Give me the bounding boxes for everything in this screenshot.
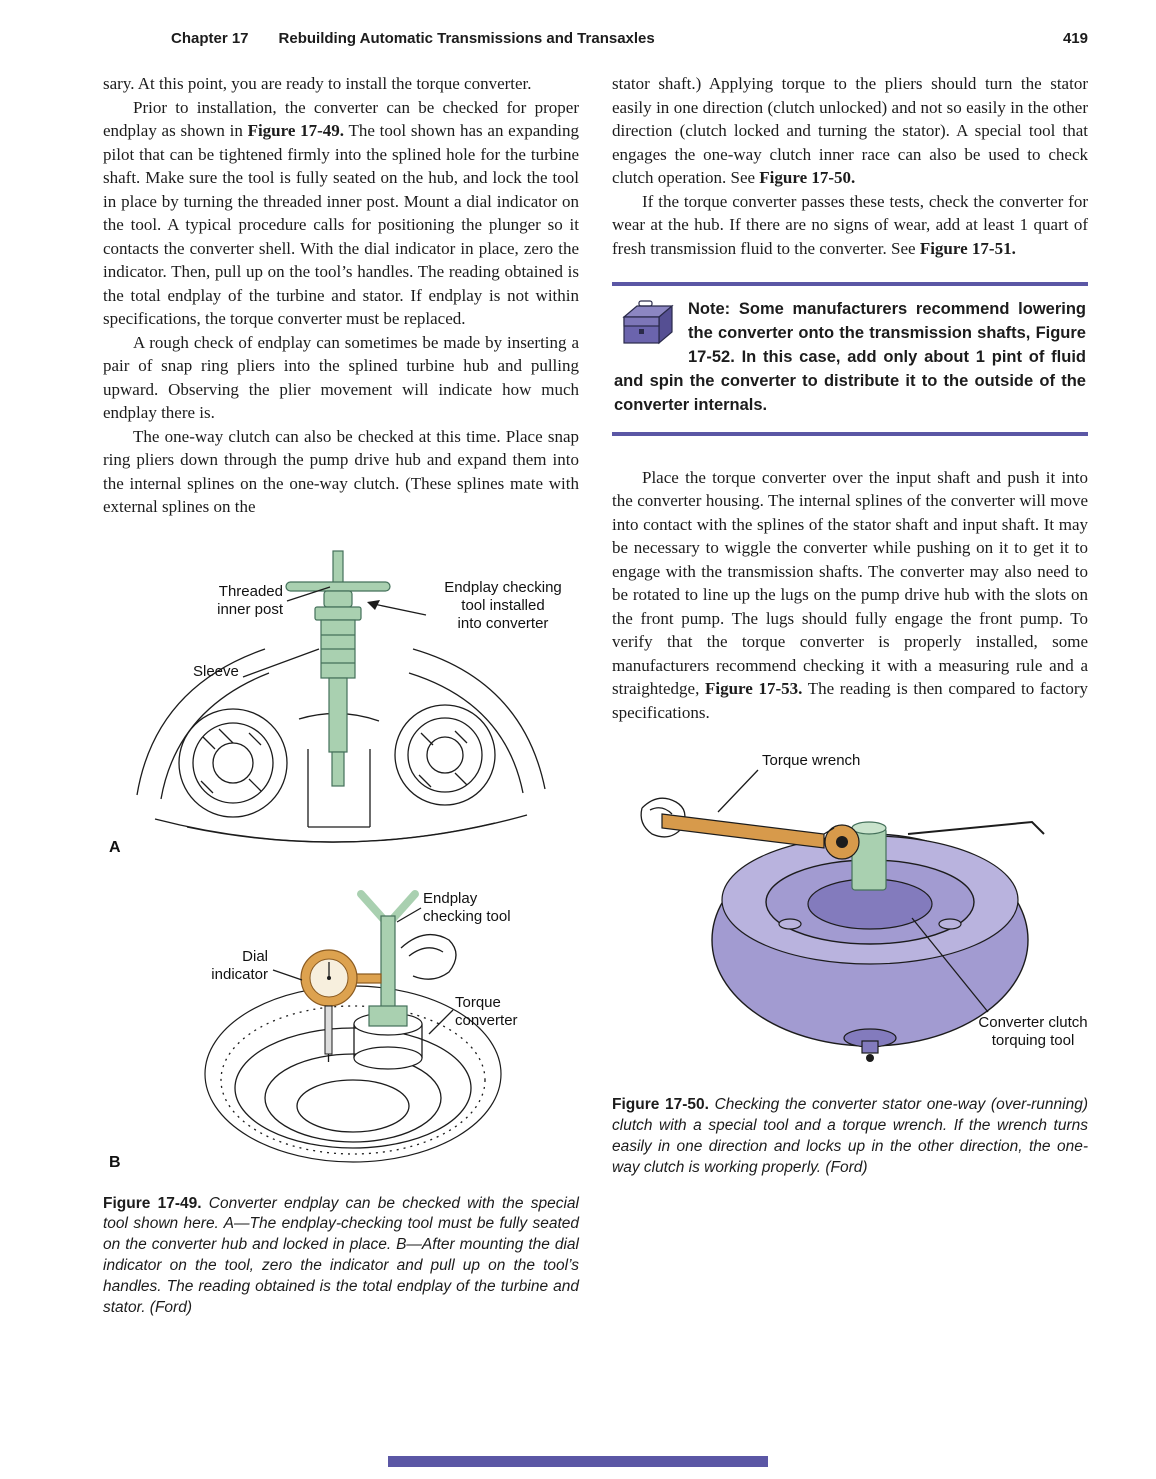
chapter-label: Chapter 17 bbox=[171, 30, 249, 47]
figure-17-49-a: Threaded inner post Endplay checking too… bbox=[103, 537, 579, 872]
label-sleeve: Sleeve bbox=[193, 662, 239, 680]
figure-17-49-caption: Figure 17-49. Converter endplay can be c… bbox=[103, 1194, 579, 1317]
figure-17-49-b-drawing bbox=[204, 889, 502, 1163]
figure-17-50-caption: Figure 17-50. Checking the converter sta… bbox=[612, 1096, 1088, 1176]
paragraph: sary. At this point, you are ready to in… bbox=[103, 74, 532, 93]
figure-17-50: Torque wrench Converter clutch torquing … bbox=[612, 748, 1088, 1083]
label-threaded-inner-post: Threaded inner post bbox=[217, 582, 283, 618]
page-number: 419 bbox=[1062, 30, 1088, 47]
paragraph: Prior to installation, the converter can… bbox=[103, 97, 579, 329]
figure-part-letter-a: A bbox=[109, 838, 121, 856]
paragraph: A rough check of endplay can sometimes b… bbox=[103, 332, 579, 423]
left-column: sary. At this point, you are ready to in… bbox=[103, 72, 579, 1319]
figure-17-50-drawing bbox=[640, 769, 1045, 1063]
label-endplay-checking-tool: Endplay checking tool bbox=[423, 889, 511, 925]
label-endplay-tool-installed: Endplay checking tool installed into con… bbox=[444, 578, 562, 633]
label-torque-converter: Torque converter bbox=[455, 993, 518, 1029]
label-torque-wrench: Torque wrench bbox=[762, 752, 861, 770]
paragraph: stator shaft.) Applying torque to the pl… bbox=[612, 74, 1088, 187]
label-dial-indicator: Dial indicator bbox=[211, 947, 268, 983]
figure-17-49-a-drawing bbox=[136, 549, 546, 843]
note-box: Note: Some manufacturers recommend lower… bbox=[612, 282, 1088, 436]
label-converter-clutch-tool: Converter clutch torquing tool bbox=[978, 1014, 1088, 1050]
figure-17-49-b: Endplay checking tool Dial indicator Tor… bbox=[103, 882, 579, 1182]
note-text: Note: Some manufacturers recommend lower… bbox=[614, 300, 1086, 414]
paragraph: Place the torque converter over the inpu… bbox=[612, 467, 1088, 722]
chapter-title: Rebuilding Automatic Transmissions and T… bbox=[278, 30, 655, 47]
page-footer-bar bbox=[388, 1456, 768, 1467]
paragraph: If the torque converter passes these tes… bbox=[612, 191, 1088, 258]
right-column: stator shaft.) Applying torque to the pl… bbox=[612, 72, 1088, 1179]
page-header: Chapter 17 Rebuilding Automatic Transmis… bbox=[103, 30, 1088, 47]
endplay-tool-drawing bbox=[285, 549, 391, 787]
figure-part-letter-b: B bbox=[109, 1153, 121, 1171]
paragraph: The one-way clutch can also be checked a… bbox=[103, 426, 579, 517]
toolbox-icon bbox=[614, 300, 676, 348]
